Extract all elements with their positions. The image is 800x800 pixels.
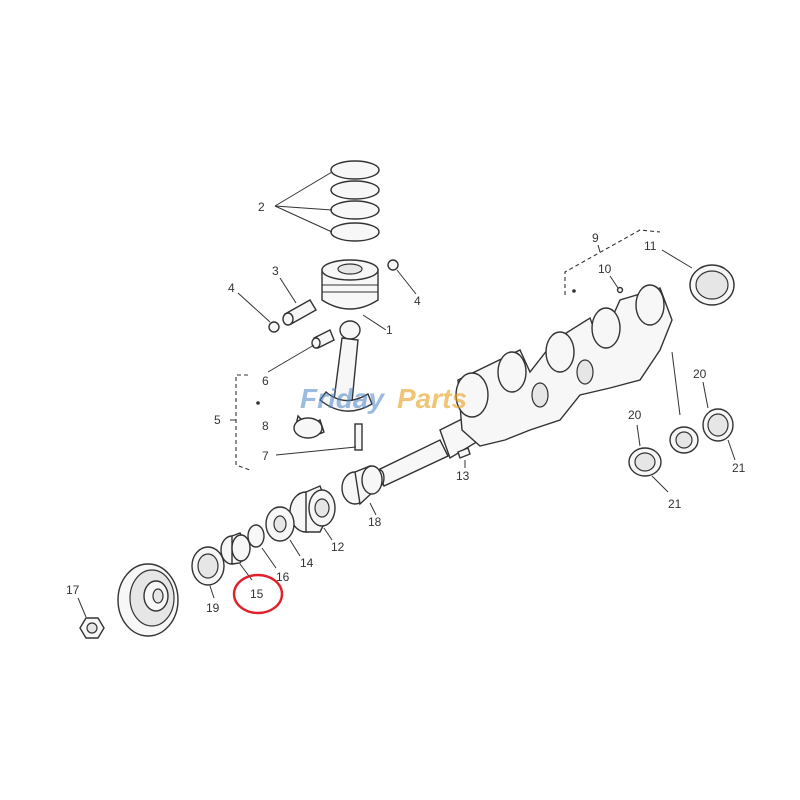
bearing-18	[341, 465, 383, 506]
thrust-washer-left	[628, 447, 662, 477]
leader-line-4b	[396, 269, 417, 295]
callout-2: 2	[258, 200, 265, 214]
leader-line-16	[261, 547, 277, 569]
leader-line-4a	[237, 292, 271, 323]
callout-labels: 1 2 3 4 4 5 6 7 8 9 10 11 12 13 14 15 16…	[66, 200, 746, 615]
group-dot-5	[256, 401, 260, 405]
callout-8: 8	[262, 419, 269, 433]
leader-line-crank	[671, 351, 681, 416]
dowel-pin	[616, 286, 624, 294]
circlip-left	[268, 321, 280, 333]
rod-bolt	[354, 423, 363, 451]
spacer-sleeve-15	[220, 532, 251, 565]
callout-21-right: 21	[732, 461, 746, 475]
callout-15: 15	[250, 587, 264, 601]
leader-lines-2	[274, 171, 333, 233]
leader-line-17	[77, 597, 87, 618]
leader-line-11	[661, 249, 693, 269]
leader-line-14	[289, 539, 301, 557]
circlip-right	[387, 259, 399, 271]
leader-line-12	[323, 527, 333, 541]
highlight-circle-15	[232, 573, 284, 615]
callout-9: 9	[592, 231, 599, 245]
svg-text:Friday: Friday	[300, 383, 385, 414]
group-dot-9	[572, 289, 576, 293]
piston	[321, 259, 379, 310]
main-bearing-right	[702, 408, 734, 442]
callout-20-left: 20	[628, 408, 642, 422]
callout-13: 13	[456, 469, 470, 483]
svg-text:Parts: Parts	[397, 383, 467, 414]
small-end-bushing	[311, 329, 335, 349]
callout-1: 1	[386, 323, 393, 337]
leader-line-20a	[636, 424, 641, 447]
callout-5: 5	[214, 413, 221, 427]
group-bracket-9	[564, 229, 661, 295]
main-bearing-center	[669, 426, 699, 454]
leader-line-21a	[651, 475, 669, 493]
washer-14	[265, 506, 295, 542]
callout-11: 11	[644, 239, 657, 253]
piston-pin	[282, 299, 317, 326]
callout-20-right: 20	[693, 367, 707, 381]
rod-bearing	[293, 414, 325, 439]
connecting-rod	[319, 320, 373, 412]
crank-pulley	[117, 563, 179, 637]
watermark-logo: Friday Parts	[300, 383, 467, 414]
piston-rings	[330, 160, 380, 242]
crank-gear	[289, 485, 336, 533]
callout-6: 6	[262, 374, 269, 388]
callout-17: 17	[66, 583, 80, 597]
crank-nut	[79, 617, 105, 639]
leader-line-19	[209, 585, 215, 599]
callout-4-left: 4	[228, 281, 235, 295]
leader-line-6	[267, 344, 315, 373]
callout-3: 3	[272, 264, 279, 278]
leader-line-9	[597, 244, 601, 253]
callout-16: 16	[276, 570, 290, 584]
leader-line-21b	[727, 439, 736, 461]
leader-line-20b	[702, 381, 709, 409]
crankshaft	[375, 284, 673, 487]
callout-21-left: 21	[668, 497, 682, 511]
callout-10: 10	[598, 262, 612, 276]
leader-line-15	[239, 563, 253, 581]
callout-12: 12	[331, 540, 345, 554]
oil-seal-19	[191, 546, 225, 586]
callout-14: 14	[300, 556, 314, 570]
crank-gear-ring	[689, 264, 735, 306]
leader-line-7	[275, 446, 357, 456]
group-bracket-5	[235, 374, 251, 471]
callout-18: 18	[368, 515, 382, 529]
callout-19: 19	[206, 601, 220, 615]
leader-line-18	[369, 502, 377, 516]
leader-line-1	[362, 314, 387, 331]
callout-4-right: 4	[414, 294, 421, 308]
callout-7: 7	[262, 449, 269, 463]
leader-line-10	[609, 275, 619, 289]
leader-line-3	[279, 277, 297, 304]
o-ring-16	[247, 524, 265, 548]
woodruff-key	[457, 447, 471, 459]
